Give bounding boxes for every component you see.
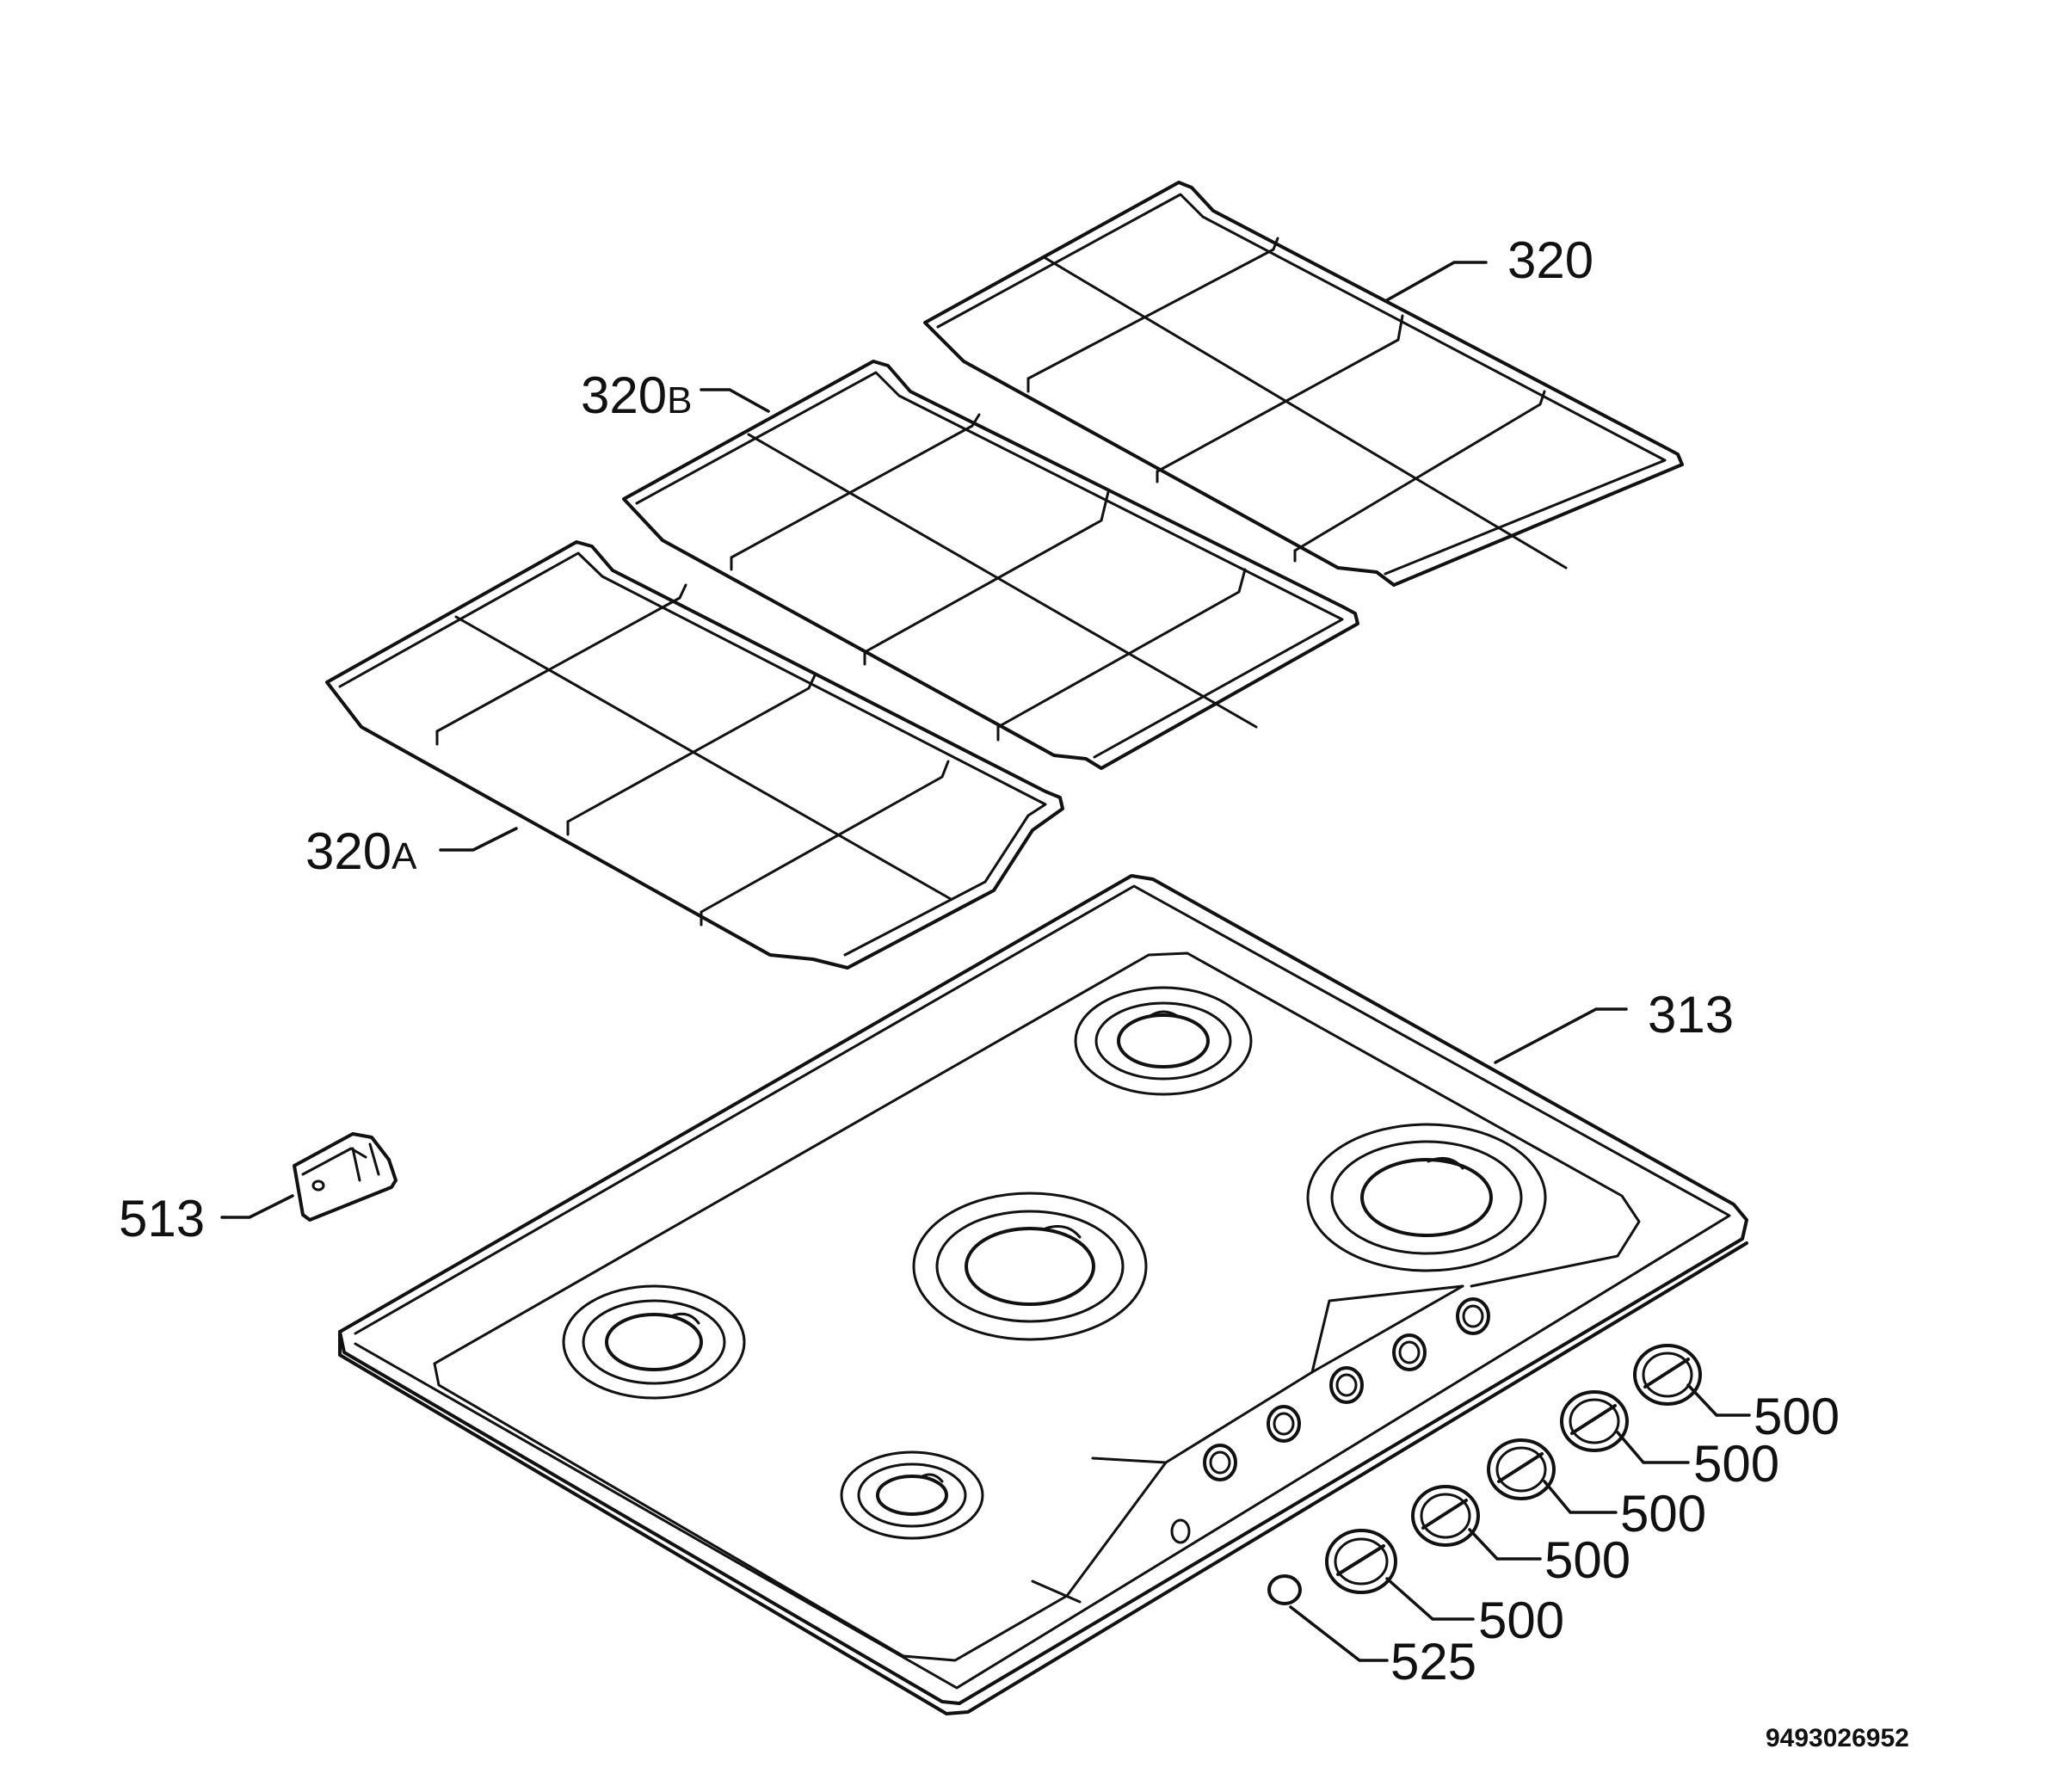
callout-500-5: 500 (1478, 1592, 1564, 1649)
hob-313 (338, 874, 1748, 1715)
knob-500-2 (1560, 1390, 1629, 1452)
burner-rear-right (1306, 1123, 1547, 1272)
callout-320b: 320B (581, 366, 692, 424)
callout-500-3: 500 (1620, 1485, 1706, 1543)
pan-support-320b (622, 360, 1359, 770)
leader-lines (220, 261, 1751, 1662)
knob-500-4 (1411, 1485, 1480, 1547)
callout-513: 513 (119, 1190, 205, 1247)
callout-320: 320 (1507, 231, 1593, 289)
knob-500-1 (1633, 1344, 1702, 1406)
callout-500-4: 500 (1544, 1531, 1630, 1589)
burner-center (912, 1192, 1148, 1341)
callout-525: 525 (1390, 1633, 1476, 1690)
callout-320b-suffix: B (667, 379, 692, 422)
burner-front-left (562, 1284, 746, 1400)
callout-320a-suffix: A (391, 835, 417, 878)
burner-rear-left (1074, 986, 1253, 1096)
document-number: 9493026952 (1766, 1724, 1909, 1752)
burner-front-right (840, 1450, 984, 1540)
callout-320a: 320A (305, 822, 417, 880)
clip-513 (293, 1132, 398, 1222)
knob-500-5 (1325, 1529, 1397, 1594)
control-holes (1170, 1297, 1490, 1544)
callout-500-1: 500 (1754, 1388, 1840, 1445)
callout-500-2: 500 (1693, 1435, 1779, 1493)
callout-313: 313 (1648, 986, 1734, 1044)
pan-support-320a (325, 540, 1064, 970)
pan-support-320 (923, 181, 1684, 587)
ignition-button-525 (1267, 1574, 1302, 1605)
knob-500-3 (1487, 1438, 1556, 1500)
